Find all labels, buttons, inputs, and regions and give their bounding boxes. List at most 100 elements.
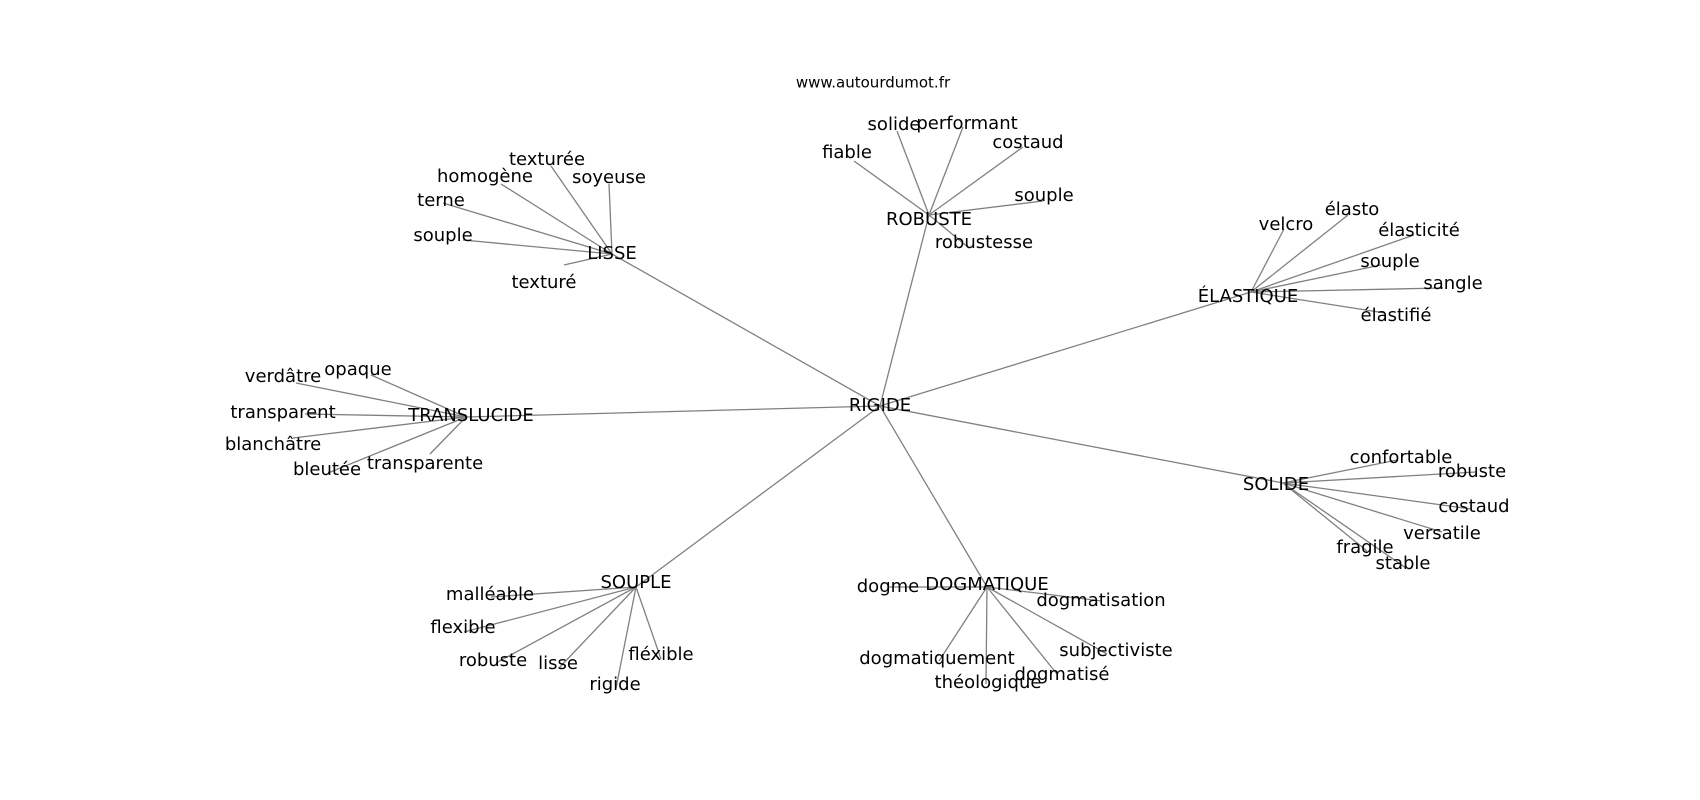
- leaf-node-label[interactable]: souple: [1014, 185, 1073, 206]
- edge-hub-leaf: [986, 586, 1058, 675]
- leaf-node-label[interactable]: terne: [417, 190, 465, 211]
- edge-hub-leaf: [608, 183, 613, 255]
- edge-hub-leaf: [928, 126, 964, 216]
- leaf-node-label[interactable]: dogmatisé: [1015, 664, 1110, 685]
- leaf-node-label[interactable]: élasticité: [1378, 220, 1460, 241]
- leaf-node-label[interactable]: souple: [1360, 251, 1419, 272]
- leaf-node-label[interactable]: transparent: [230, 402, 335, 423]
- leaf-node-label[interactable]: robuste: [1438, 461, 1506, 482]
- leaf-node-label[interactable]: texturée: [509, 149, 585, 170]
- hub-node-label[interactable]: LISSE: [587, 243, 637, 264]
- edge-hub-leaf: [442, 202, 613, 255]
- leaf-node-label[interactable]: fragile: [1336, 537, 1393, 558]
- leaf-node-label[interactable]: costaud: [1438, 496, 1509, 517]
- edge-hub-leaf: [938, 586, 988, 662]
- edge-hub-leaf: [1282, 482, 1407, 569]
- edge-hub-leaf: [1250, 264, 1382, 293]
- edge-hub-leaf: [558, 586, 637, 669]
- leaf-node-label[interactable]: robustesse: [935, 232, 1033, 253]
- edge-hub-leaf: [490, 586, 637, 598]
- edge-hub-leaf: [370, 374, 467, 418]
- graph-labels: www.autourdumot.fr RIGIDE LISSE texturéeho…: [225, 74, 1510, 696]
- leaf-node-label[interactable]: subjectiviste: [1059, 640, 1172, 661]
- edge-hub-leaf: [1250, 214, 1349, 293]
- leaf-node-label[interactable]: confortable: [1350, 447, 1453, 468]
- leaf-node-label[interactable]: souple: [413, 225, 472, 246]
- edge-hub-leaf: [1282, 459, 1398, 484]
- edge-hub-leaf: [429, 416, 467, 455]
- leaf-node-label[interactable]: malléable: [446, 584, 534, 605]
- edge-root-hub: [879, 405, 988, 588]
- edge-hub-leaf: [928, 214, 970, 249]
- edge-hub-leaf: [1250, 291, 1386, 314]
- edge-hub-leaf: [896, 130, 930, 216]
- leaf-node-label[interactable]: dogmatisation: [1036, 590, 1165, 611]
- edge-hub-leaf: [1282, 482, 1368, 552]
- leaf-node-label[interactable]: flexible: [430, 617, 495, 638]
- leaf-node-label[interactable]: dogmatiquement: [859, 648, 1014, 669]
- hub-node-label[interactable]: SOUPLE: [600, 572, 671, 593]
- edge-hub-leaf: [853, 160, 930, 216]
- edge-hub-leaf: [1282, 482, 1443, 533]
- leaf-node-label[interactable]: homogène: [437, 166, 533, 187]
- source-label[interactable]: www.autourdumot.fr: [796, 74, 951, 92]
- leaf-node-label[interactable]: verdâtre: [245, 366, 321, 387]
- root-node-label[interactable]: RIGIDE: [849, 395, 911, 416]
- leaf-node-label[interactable]: théologique: [935, 672, 1042, 693]
- edge-hub-leaf: [1250, 287, 1444, 293]
- edge-hub-leaf: [986, 586, 1103, 602]
- leaf-node-label[interactable]: performant: [916, 113, 1017, 134]
- leaf-node-label[interactable]: opaque: [324, 359, 391, 380]
- edge-root-hub: [635, 405, 881, 588]
- edge-hub-leaf: [462, 239, 613, 255]
- edge-hub-leaf: [463, 586, 637, 633]
- hub-node-label[interactable]: TRANSLUCIDE: [407, 405, 533, 426]
- edge-hub-leaf: [550, 165, 613, 255]
- edge-hub-leaf: [1250, 234, 1415, 293]
- leaf-node-label[interactable]: stable: [1376, 553, 1431, 574]
- leaf-node-label[interactable]: transparente: [367, 453, 483, 474]
- leaf-node-label[interactable]: velcro: [1259, 214, 1314, 235]
- hub-node-label[interactable]: DOGMATIQUE: [925, 574, 1048, 595]
- graph-edges: [292, 126, 1477, 689]
- edge-root-hub: [611, 253, 881, 407]
- edge-hub-leaf: [1282, 482, 1472, 510]
- edge-root-hub: [465, 405, 881, 418]
- leaf-node-label[interactable]: fiable: [822, 142, 872, 163]
- edge-hub-leaf: [327, 416, 467, 474]
- leaf-node-label[interactable]: fléxible: [628, 644, 693, 665]
- leaf-node-label[interactable]: soyeuse: [572, 167, 646, 188]
- leaf-node-label[interactable]: texturé: [511, 272, 576, 293]
- edge-hub-leaf: [928, 200, 1044, 216]
- hub-node-label[interactable]: SOLIDE: [1243, 474, 1309, 495]
- edge-hub-leaf: [500, 183, 613, 255]
- edge-root-hub: [879, 405, 1284, 484]
- edge-hub-leaf: [985, 586, 988, 685]
- leaf-node-label[interactable]: costaud: [992, 132, 1063, 153]
- leaf-node-label[interactable]: blanchâtre: [225, 434, 321, 455]
- leaf-node-label[interactable]: élastifié: [1361, 305, 1432, 326]
- hub-node-label[interactable]: ÉLASTIQUE: [1198, 285, 1299, 307]
- leaf-node-label[interactable]: élasto: [1325, 199, 1380, 220]
- leaf-node-label[interactable]: robuste: [459, 650, 527, 671]
- leaf-node-label[interactable]: versatile: [1403, 523, 1481, 544]
- edge-hub-leaf: [1282, 471, 1477, 484]
- edge-hub-leaf: [928, 146, 1024, 216]
- edge-hub-leaf: [495, 586, 637, 664]
- edge-root-hub: [879, 214, 930, 407]
- leaf-node-label[interactable]: solide: [868, 114, 921, 135]
- edge-hub-leaf: [292, 416, 467, 439]
- edge-hub-leaf: [563, 253, 613, 266]
- edge-hub-leaf: [304, 413, 467, 418]
- leaf-node-label[interactable]: dogme: [857, 576, 919, 597]
- edge-hub-leaf: [295, 382, 467, 418]
- leaf-node-label[interactable]: sangle: [1423, 273, 1482, 294]
- edge-hub-leaf: [1250, 228, 1285, 293]
- hub-node-label[interactable]: ROBUSTE: [886, 209, 972, 230]
- edge-hub-leaf: [635, 586, 662, 660]
- edge-hub-leaf: [615, 586, 637, 689]
- leaf-node-label[interactable]: lisse: [538, 653, 578, 674]
- leaf-node-label[interactable]: bleutée: [293, 459, 361, 480]
- leaf-node-label[interactable]: rigide: [589, 674, 640, 695]
